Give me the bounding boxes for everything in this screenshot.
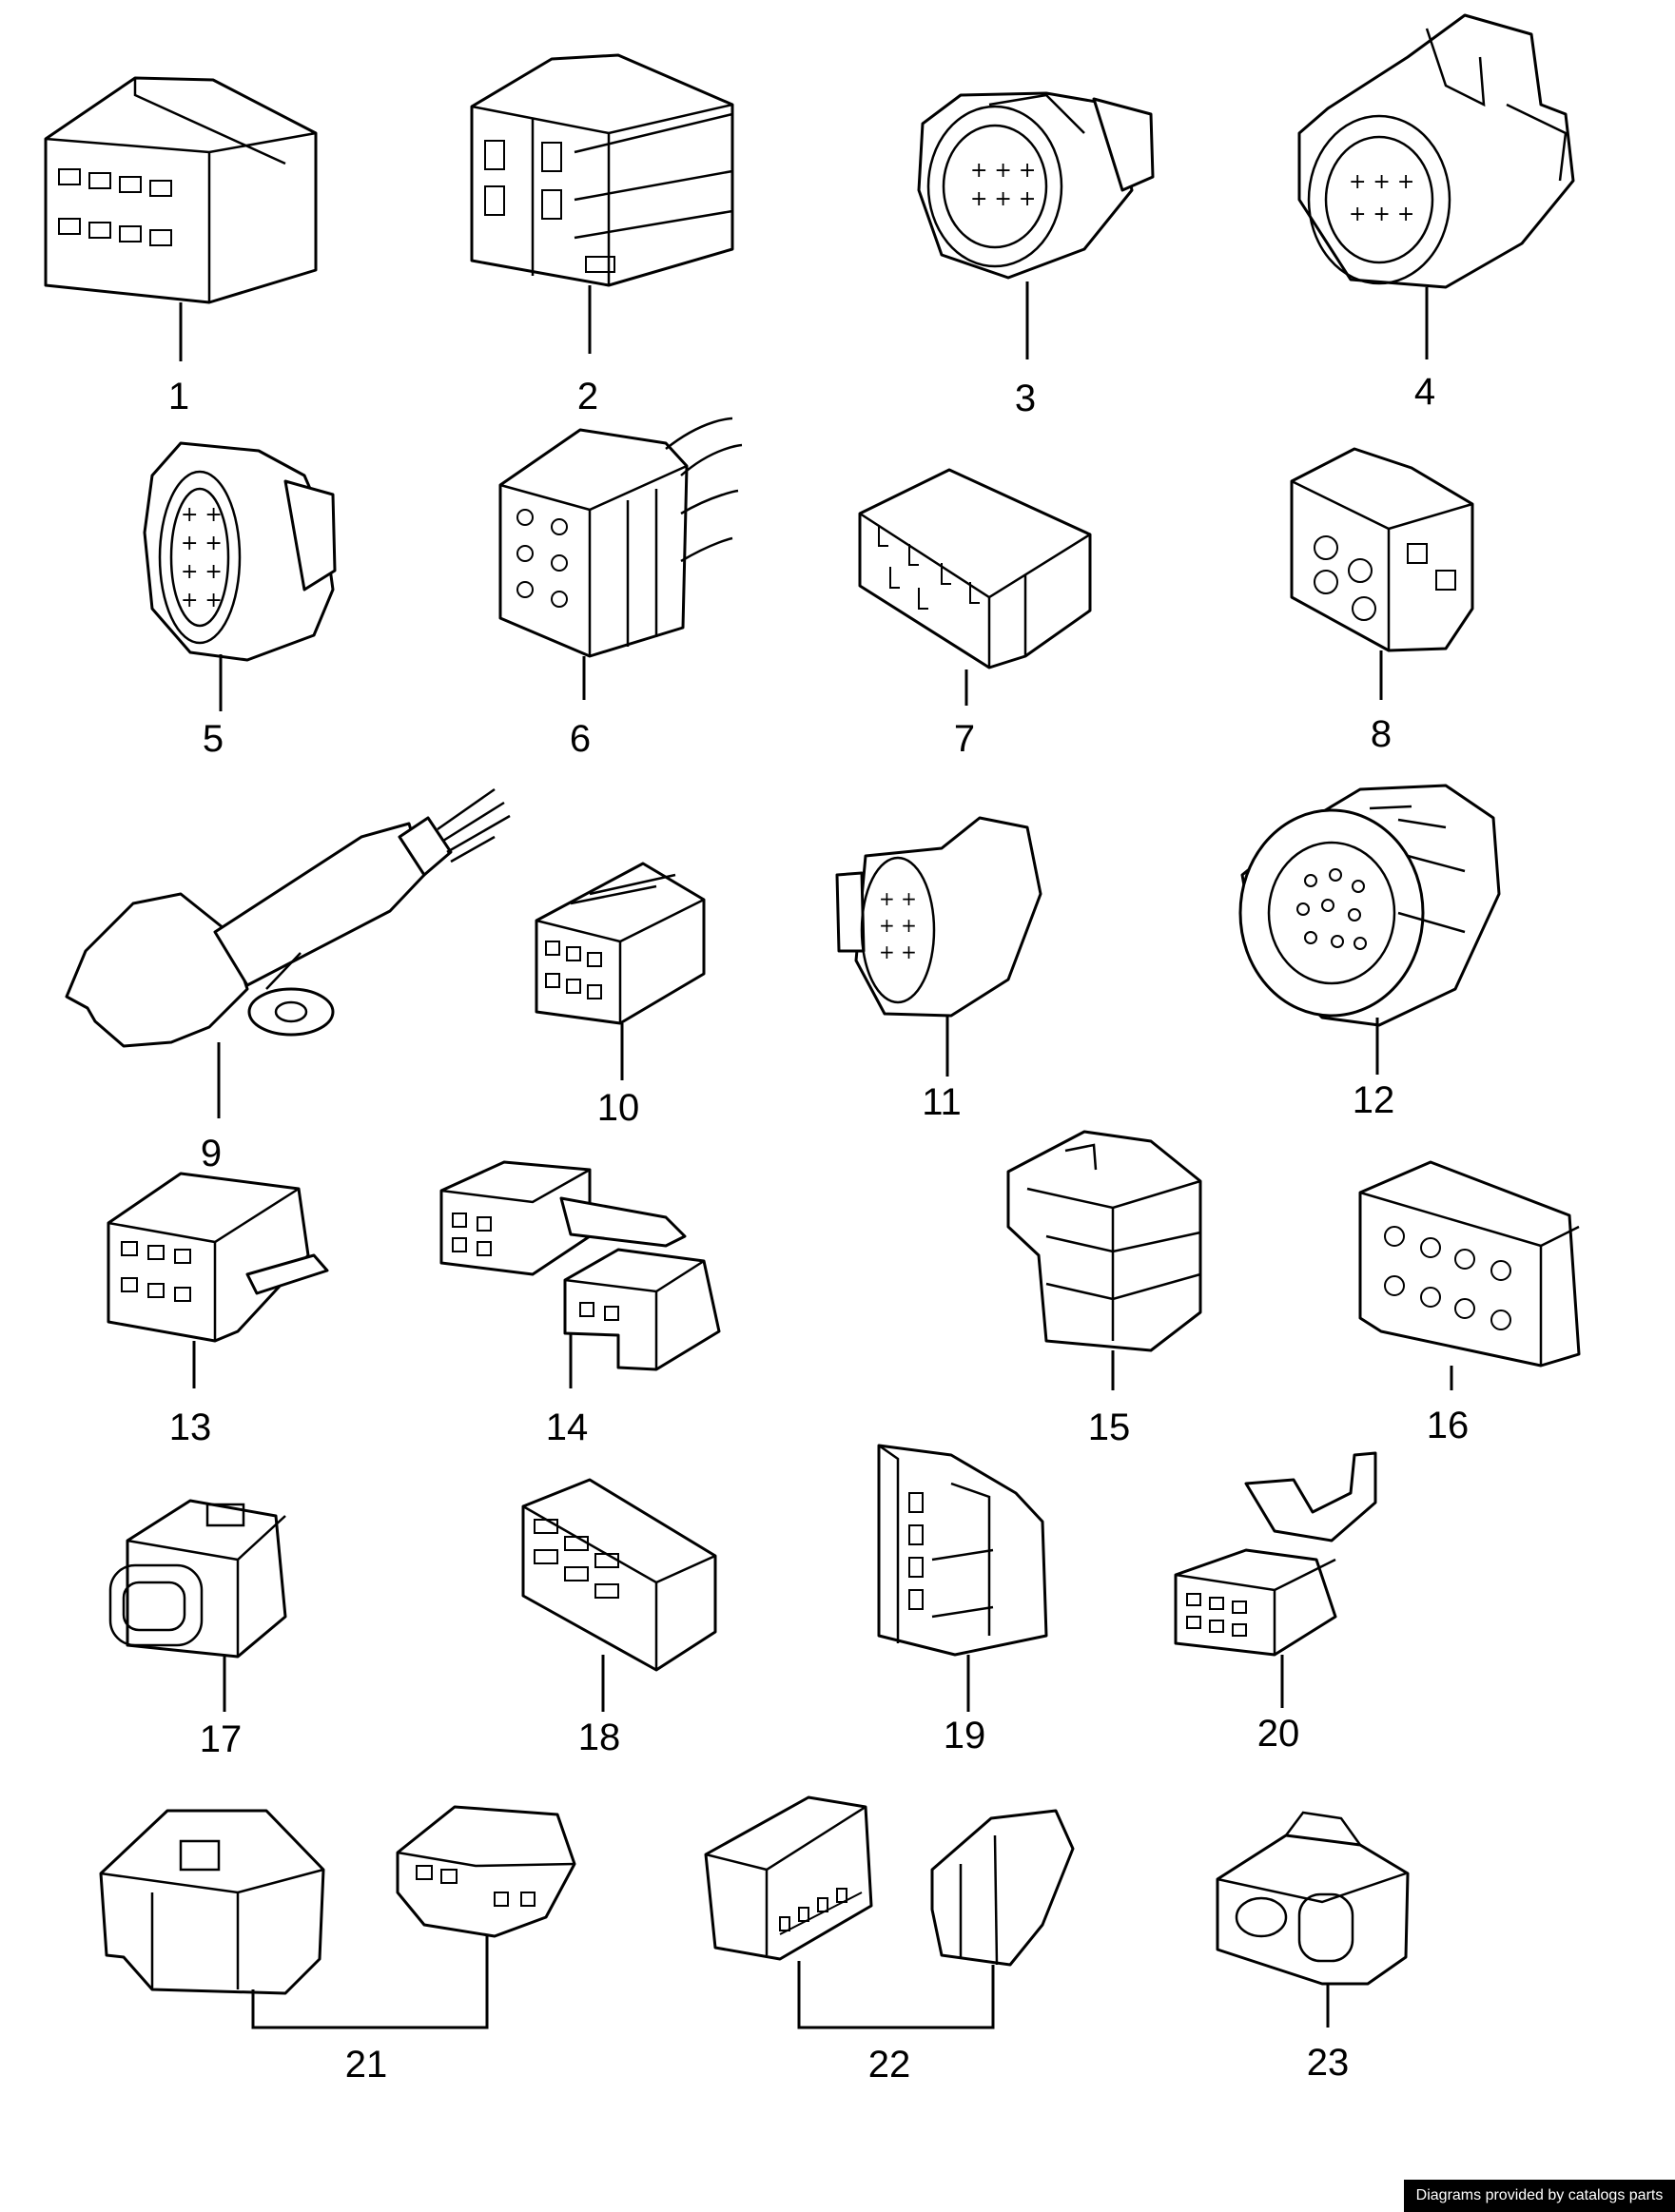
part-22[interactable]: 22 xyxy=(704,1795,1075,2086)
part-8[interactable]: 8 xyxy=(1290,447,1474,755)
part-4[interactable]: + + + + + + 4 xyxy=(1297,13,1575,413)
part-label-2: 2 xyxy=(577,376,598,417)
part-label-12: 12 xyxy=(1353,1079,1395,1121)
part-5[interactable]: + + + + + + + + 5 xyxy=(143,441,337,760)
svg-text:+ +: + + xyxy=(181,589,223,612)
part-15[interactable]: 15 xyxy=(1006,1130,1202,1448)
part-23[interactable]: 23 xyxy=(1216,1811,1410,2084)
part-label-7: 7 xyxy=(954,718,975,760)
part-20[interactable]: 20 xyxy=(1174,1451,1377,1755)
part-label-19: 19 xyxy=(944,1715,986,1756)
part-label-8: 8 xyxy=(1371,713,1392,755)
svg-text:+ +: + + xyxy=(879,914,917,937)
part-label-15: 15 xyxy=(1088,1407,1131,1448)
diagram-credit-banner[interactable]: Diagrams provided by catalogs parts xyxy=(1404,2180,1675,2212)
part-7[interactable]: 7 xyxy=(858,468,1092,760)
part-label-4: 4 xyxy=(1414,371,1435,413)
svg-text:+ + +: + + + xyxy=(1349,170,1414,194)
part-3[interactable]: + + + + + + 3 xyxy=(917,91,1155,419)
part-9[interactable]: 9 xyxy=(65,787,511,1174)
part-13[interactable]: 13 xyxy=(107,1172,329,1448)
part-18[interactable]: 18 xyxy=(521,1478,717,1758)
part-label-10: 10 xyxy=(597,1087,640,1129)
part-1[interactable]: 1 xyxy=(44,76,318,417)
part-14[interactable]: 14 xyxy=(439,1160,721,1448)
part-label-16: 16 xyxy=(1427,1405,1470,1446)
part-10[interactable]: 10 xyxy=(535,862,706,1129)
part-label-20: 20 xyxy=(1257,1713,1300,1755)
part-6[interactable]: 6 xyxy=(498,417,743,760)
part-label-23: 23 xyxy=(1307,2042,1350,2084)
svg-text:+ +: + + xyxy=(181,532,223,555)
part-label-5: 5 xyxy=(203,718,224,760)
part-label-13: 13 xyxy=(169,1407,212,1448)
part-label-18: 18 xyxy=(578,1717,621,1758)
part-2[interactable]: 2 xyxy=(470,53,734,417)
svg-text:+ +: + + xyxy=(181,560,223,584)
part-label-3: 3 xyxy=(1015,378,1036,419)
part-16[interactable]: 16 xyxy=(1358,1160,1581,1446)
part-11[interactable]: + + + + + + 11 xyxy=(835,816,1042,1123)
part-17[interactable]: 17 xyxy=(108,1499,287,1760)
part-label-21: 21 xyxy=(345,2044,388,2086)
svg-text:+ +: + + xyxy=(879,941,917,963)
part-label-1: 1 xyxy=(168,376,189,417)
part-label-22: 22 xyxy=(868,2044,911,2086)
part-label-14: 14 xyxy=(546,1407,589,1448)
svg-text:+ +: + + xyxy=(879,887,917,910)
svg-text:+ +: + + xyxy=(181,503,223,527)
svg-text:+ + +: + + + xyxy=(1349,203,1414,226)
part-label-6: 6 xyxy=(570,718,591,760)
part-label-17: 17 xyxy=(200,1718,243,1760)
part-label-11: 11 xyxy=(922,1081,962,1123)
svg-text:+ + +: + + + xyxy=(970,187,1036,211)
part-12[interactable]: 12 xyxy=(1238,784,1501,1121)
svg-text:+ + +: + + + xyxy=(970,159,1036,183)
part-21[interactable]: 21 xyxy=(99,1805,576,2086)
part-label-9: 9 xyxy=(201,1133,222,1174)
part-19[interactable]: 19 xyxy=(877,1444,1048,1756)
